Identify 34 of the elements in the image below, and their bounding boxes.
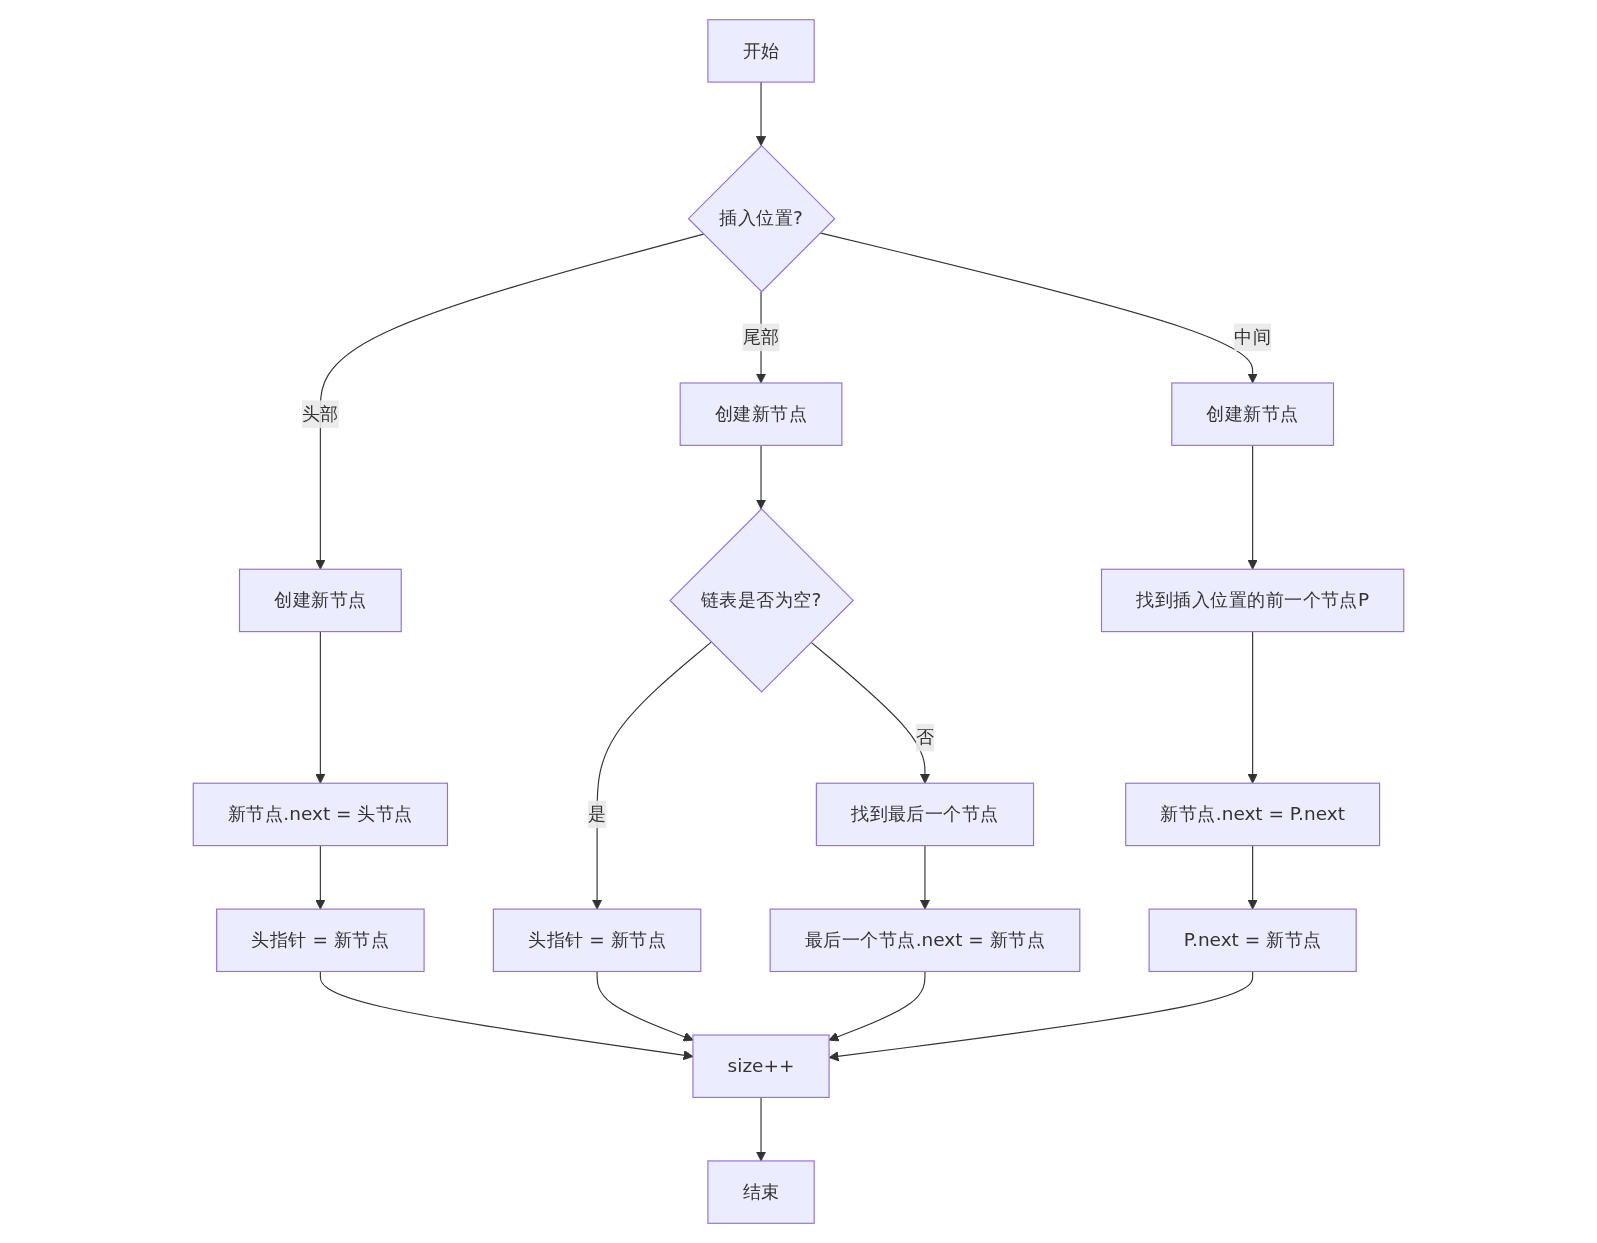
node-box: 最后一个节点.next = 新节点 — [769, 908, 1081, 973]
arrow — [755, 444, 767, 510]
arrow — [1247, 631, 1258, 784]
node-box: 创建新节点 — [238, 568, 402, 633]
node-box: size++ — [692, 1034, 830, 1098]
node-diamond: 插入位置? — [687, 144, 836, 293]
arrow — [1247, 444, 1258, 570]
arrow — [592, 641, 712, 910]
edge-label: 头部 — [301, 402, 339, 425]
arrow — [1247, 845, 1258, 910]
arrow — [315, 845, 326, 910]
node-box: 新节点.next = 头节点 — [192, 782, 449, 847]
arrow — [810, 641, 931, 784]
arrow — [755, 1096, 767, 1162]
edge-label: 尾部 — [742, 325, 780, 348]
node-box: 开始 — [707, 19, 815, 83]
node-diamond: 链表是否为空? — [669, 508, 854, 693]
node-box: 找到插入位置的前一个节点P — [1100, 568, 1405, 633]
node-box: 头指针 = 新节点 — [492, 908, 702, 973]
edge-label: 否 — [915, 726, 935, 748]
arrow — [315, 233, 705, 570]
node-box: P.next = 新节点 — [1148, 908, 1357, 973]
arrow — [755, 81, 767, 147]
edge-label: 中间 — [1234, 325, 1272, 348]
node-box: 找到最后一个节点 — [815, 782, 1035, 847]
edge-label: 是 — [587, 802, 607, 825]
node-box: 新节点.next = P.next — [1125, 782, 1381, 847]
node-box: 头指针 = 新节点 — [216, 908, 425, 973]
arrow — [919, 845, 931, 910]
arrow — [315, 631, 326, 784]
arrow — [819, 232, 1258, 384]
node-box: 创建新节点 — [679, 382, 843, 446]
node-box: 结束 — [707, 1160, 815, 1224]
node-box: 创建新节点 — [1171, 382, 1335, 446]
